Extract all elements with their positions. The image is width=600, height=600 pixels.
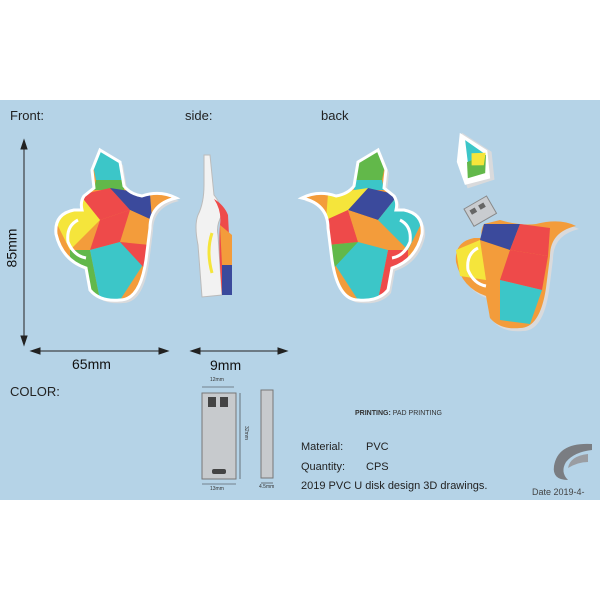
usb-length: 32mm bbox=[242, 426, 249, 440]
printing-note: PRINTING: PAD PRINTING bbox=[355, 410, 442, 417]
usb-chip-side-drawing bbox=[260, 389, 274, 484]
drawing-sheet: Front: side: back 85mm 65mm 9mm bbox=[0, 100, 600, 500]
back-view-label: back bbox=[321, 108, 349, 123]
front-view-drawing bbox=[54, 147, 181, 304]
material-key: Material: bbox=[301, 441, 344, 453]
thickness-dimension-text: 9mm bbox=[210, 357, 242, 373]
usb-chip-front-drawing bbox=[201, 386, 241, 485]
side-view-drawing bbox=[195, 154, 232, 298]
printing-key: PRINTING: bbox=[355, 410, 391, 417]
height-dimension-text: 85mm bbox=[3, 228, 20, 268]
usb-bottom-width: 13mm bbox=[210, 486, 224, 492]
front-view-label: Front: bbox=[10, 108, 44, 123]
exploded-view-drawing bbox=[455, 132, 579, 332]
usb-chip-icon bbox=[463, 195, 498, 228]
printing-value: PAD PRINTING bbox=[392, 410, 442, 417]
back-view-drawing bbox=[297, 147, 426, 304]
usb-side-thickness: 4.5mm bbox=[259, 484, 275, 490]
quantity-key: Quantity: bbox=[301, 461, 346, 473]
date-text: Date 2019-4- bbox=[532, 487, 585, 497]
color-label: COLOR: bbox=[10, 384, 60, 399]
side-view-label: side: bbox=[185, 108, 213, 123]
swirl-logo-icon bbox=[553, 443, 592, 480]
material-value: PVC bbox=[366, 441, 389, 453]
quantity-value: CPS bbox=[366, 461, 389, 473]
width-dimension-text: 65mm bbox=[72, 356, 111, 372]
usb-top-width: 12mm bbox=[210, 377, 224, 383]
design-description: 2019 PVC U disk design 3D drawings. bbox=[301, 480, 488, 492]
